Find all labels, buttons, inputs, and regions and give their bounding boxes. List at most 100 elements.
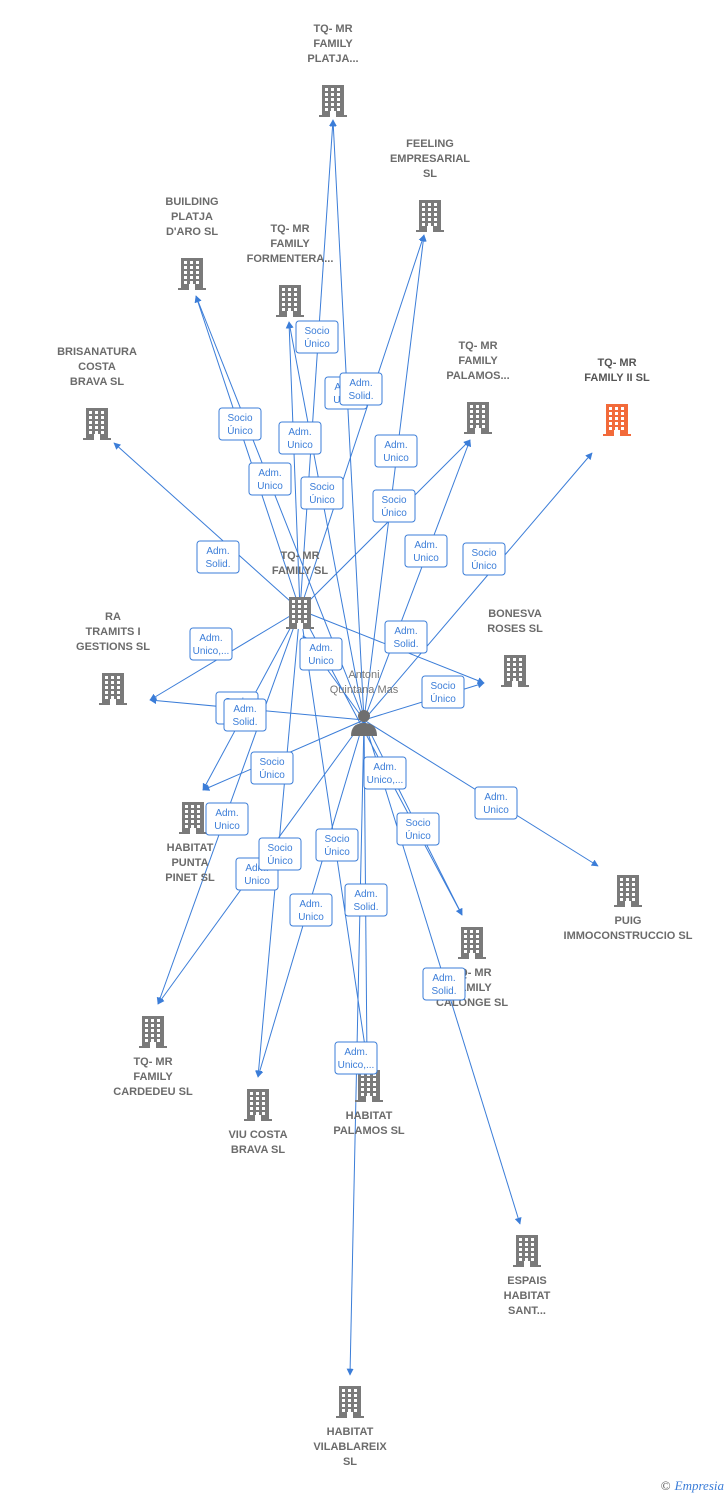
edge-label[interactable]: Adm. Solid. <box>339 372 383 406</box>
node-label: FAMILY <box>270 238 310 250</box>
edge-label[interactable]: Adm.Solid. <box>223 698 267 732</box>
edge-label-text: Adm. <box>349 378 372 389</box>
node-label: EMPRESARIAL <box>390 153 470 165</box>
node-label: HABITAT <box>504 1290 551 1302</box>
person-icon <box>351 710 377 736</box>
edge-label[interactable]: Adm.Solid. <box>422 967 466 1001</box>
node-label: PUIG <box>615 915 642 927</box>
edge-label-text: Solid. <box>348 391 373 402</box>
building-icon <box>603 404 631 436</box>
edge-label-text: Único <box>381 506 407 519</box>
node-formentera[interactable]: TQ- MRFAMILYFORMENTERA... <box>247 223 334 317</box>
node-platja[interactable]: TQ- MRFAMILYPLATJA... <box>307 23 359 117</box>
edge-label-box <box>299 637 343 671</box>
edge-label-text: Adm. <box>215 808 238 819</box>
edge-label-text: Único <box>259 768 285 781</box>
node-label: IMMOCONSTRUCCIO SL <box>564 930 693 942</box>
edge-label-text: Socio <box>309 482 334 493</box>
node-label: TRAMITS I <box>86 626 141 638</box>
edge-label[interactable]: Adm.Solid. <box>384 620 428 654</box>
edge-label-box <box>278 421 322 455</box>
edge-label[interactable]: Adm.Unico <box>289 893 333 927</box>
edge-label-text: Unico <box>383 453 409 464</box>
edge-label-text: Adm. <box>344 1047 367 1058</box>
edge-label-text: Único <box>309 493 335 506</box>
edge-label[interactable]: Adm.Solid. <box>344 883 388 917</box>
node-puig[interactable]: PUIG IMMOCONSTRUCCIO SL <box>564 875 693 942</box>
edge-label-box <box>196 540 240 574</box>
node-label: TQ- MR <box>458 340 497 352</box>
edge-label-text: Único <box>304 337 330 350</box>
node-label: BUILDING <box>165 196 218 208</box>
edge-label[interactable]: Adm.Solid. <box>196 540 240 574</box>
edge-label-box <box>474 786 518 820</box>
edge-label-box <box>189 627 233 661</box>
edge-label[interactable]: Adm. Unico <box>474 786 518 820</box>
edge-label-text: Adm. <box>288 427 311 438</box>
edge-label-text: Adm. <box>484 792 507 803</box>
edge-label[interactable]: Adm.Unico <box>374 434 418 468</box>
node-espais[interactable]: ESPAISHABITATSANT... <box>504 1235 551 1317</box>
edge-label-box <box>344 883 388 917</box>
edge-label-text: Solid. <box>353 902 378 913</box>
edge-label-box <box>218 407 262 441</box>
building-icon <box>458 927 486 959</box>
edge-label-box <box>374 434 418 468</box>
node-label: PLATJA <box>171 211 213 223</box>
edge-label[interactable]: Adm.Unico <box>205 802 249 836</box>
edge-label-text: Único <box>227 424 253 437</box>
node-label: Antoni <box>348 669 379 681</box>
node-label: PALAMOS SL <box>333 1125 405 1137</box>
edge-label[interactable]: Adm.Unico <box>278 421 322 455</box>
edge-label-text: Adm. <box>309 643 332 654</box>
edge-label[interactable]: Adm.Unico <box>404 534 448 568</box>
node-palamos_tq[interactable]: TQ- MRFAMILYPALAMOS... <box>446 340 510 434</box>
edge-label-text: Unico <box>483 805 509 816</box>
edge-label-text: Único <box>430 692 456 705</box>
edge-label-text: Único <box>471 559 497 572</box>
copyright-footer[interactable]: ©Empresia <box>661 1478 724 1494</box>
edge-label-box <box>248 462 292 496</box>
edge-label[interactable]: Adm.Unico,... <box>334 1041 378 1075</box>
edge-label-text: Solid. <box>205 559 230 570</box>
edge-label[interactable]: Adm.Unico <box>248 462 292 496</box>
edge-label-box <box>205 802 249 836</box>
edge-label-box <box>422 967 466 1001</box>
edge-label-text: Socio <box>259 757 284 768</box>
building-icon <box>464 402 492 434</box>
edge-label-text: Adm. <box>432 973 455 984</box>
node-label: PINET SL <box>165 872 215 884</box>
edge-label-text: Único <box>267 854 293 867</box>
edge-label[interactable]: Adm.Unico,... <box>363 756 407 790</box>
edge-label[interactable]: Adm.Unico <box>299 637 343 671</box>
building-icon <box>355 1070 383 1102</box>
edge-label[interactable]: Adm.Unico,... <box>189 627 233 661</box>
edge-label-box <box>363 756 407 790</box>
building-icon <box>336 1386 364 1418</box>
edges-layer <box>113 119 599 1376</box>
building-icon <box>286 597 314 629</box>
